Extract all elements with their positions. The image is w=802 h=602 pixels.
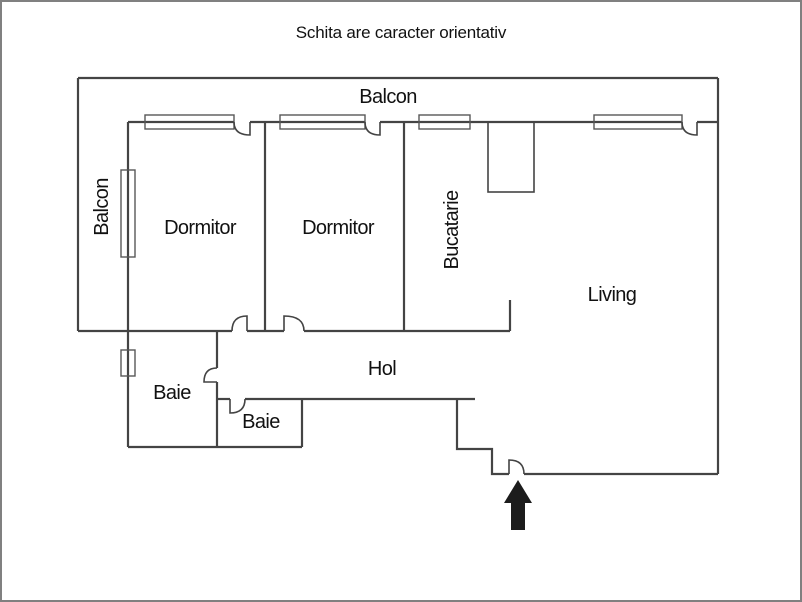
door-arc <box>364 121 381 136</box>
room-label-baie-7: Baie <box>153 382 191 404</box>
door-arc <box>229 398 246 414</box>
window-symbol <box>418 114 471 130</box>
room-label-balcon-1: Balcon <box>91 178 113 236</box>
window-symbol <box>120 349 136 377</box>
door-arc <box>508 459 525 475</box>
room-label-dormitor-3: Dormitor <box>302 217 375 239</box>
door-arc <box>231 315 248 332</box>
window-symbol <box>120 169 136 258</box>
shaft-box <box>487 121 535 193</box>
room-label-dormitor-2: Dormitor <box>164 217 237 239</box>
wall-segment <box>455 399 509 476</box>
room-label-bucatarie-4: Bucatarie <box>441 190 463 270</box>
room-label-living-5: Living <box>588 284 637 306</box>
door-arc <box>681 121 698 136</box>
room-label-balcon-0: Balcon <box>359 86 417 108</box>
door-arc <box>203 367 218 383</box>
door-arc <box>233 121 251 136</box>
entrance-arrow-icon <box>504 480 532 530</box>
plan-title: Schita are caracter orientativ <box>295 23 507 42</box>
door-arc <box>283 315 305 332</box>
room-label-hol-6: Hol <box>368 358 396 380</box>
room-label-baie-8: Baie <box>242 411 280 433</box>
